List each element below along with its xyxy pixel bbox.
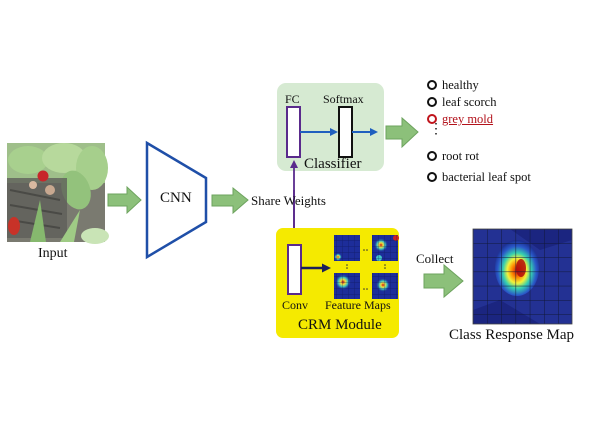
cnn-label: CNN [160,190,192,206]
bullet-icon [427,97,437,108]
collect-label: Collect [416,251,454,266]
class-response-map-image [472,228,573,325]
class-item-bacterial-leaf-spot: bacterial leaf spot [427,171,531,184]
classifier-box [277,83,384,171]
cnn-block [145,140,208,260]
classifier-title: Classifier [304,156,362,172]
arrow-input-to-cnn [107,185,142,215]
bullet-icon [427,172,437,183]
feature-map-1 [334,235,360,261]
feature-map-4 [372,273,398,299]
bullet-icon [427,80,437,91]
bullet-icon [427,151,437,162]
class-item-label: bacterial leaf spot [442,170,531,184]
class-ellipsis: ⋮ [429,122,443,137]
conv-layer [287,244,302,295]
fc-label: FC [285,92,300,106]
class-item-label: root rot [442,149,480,163]
class-item-label: leaf scorch [442,95,497,109]
feature-maps-label: Feature Maps [325,298,391,312]
fc-layer [286,106,301,158]
conv-label: Conv [282,298,309,312]
class-item-leaf-scorch: leaf scorch [427,96,496,109]
feature-map-ellipsis [346,249,386,290]
feature-map-3 [334,273,360,299]
arrow-collect [423,263,464,299]
arrow-classifier-to-classes [385,116,419,149]
share-weights-label: Share Weights [251,193,326,208]
class-response-map-label: Class Response Map [449,327,574,343]
class-item-root-rot: root rot [427,150,479,163]
feature-map-2 [372,235,399,261]
arrow-cnn-to-share [211,186,249,215]
softmax-label: Softmax [323,92,364,106]
crm-module-title: CRM Module [298,317,382,333]
softmax-layer [338,106,353,158]
class-item-healthy: healthy [427,79,479,92]
bullet-icon-selected [427,114,437,125]
input-image [7,143,109,244]
class-item-label: grey mold [442,112,494,126]
class-item-label: healthy [442,78,479,92]
input-label: Input [38,246,68,261]
class-item-grey-mold: grey mold [427,113,493,126]
